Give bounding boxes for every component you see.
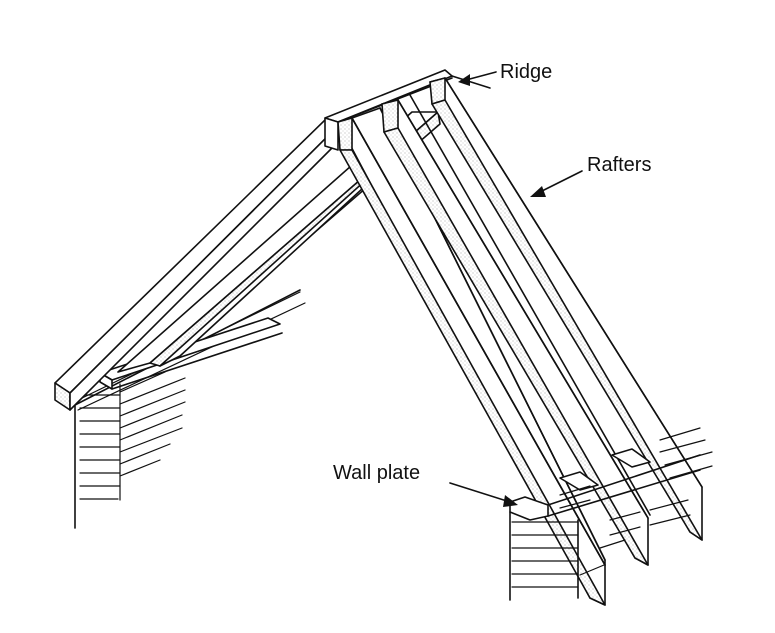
wall-plate-leader-arrow <box>449 482 518 507</box>
rafter-back <box>429 77 703 541</box>
rafter-front <box>337 107 606 606</box>
wall-plate-label: Wall plate <box>333 462 421 484</box>
ridge-board <box>324 69 491 151</box>
right-wall-plate <box>509 448 701 521</box>
rafters-leader-arrow <box>530 170 583 197</box>
right-wall <box>509 427 713 601</box>
ridge-leader-arrow <box>458 71 497 86</box>
left-front-rafter <box>54 119 341 411</box>
rafter-middle <box>381 94 651 566</box>
ridge-label: Ridge <box>500 61 553 83</box>
rafters-label: Rafters <box>587 154 652 176</box>
